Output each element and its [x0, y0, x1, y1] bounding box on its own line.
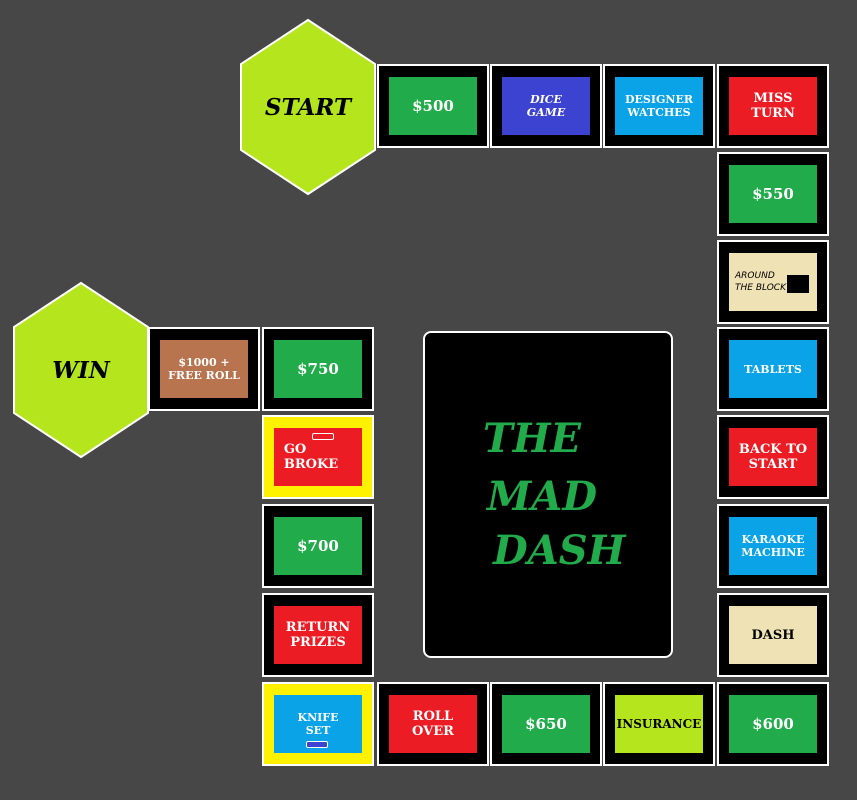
space-back-to-start-tile: BACK TO START: [729, 428, 817, 486]
space-tablets-tile: TABLETS: [729, 340, 817, 398]
space-600[interactable]: $600: [717, 682, 829, 766]
space-750[interactable]: $750: [262, 327, 374, 411]
card-slot-icon: [306, 741, 328, 748]
space-around-the-block-tile: AROUND THE BLOCK: [729, 253, 817, 311]
space-back-to-start-label: BACK TO START: [738, 442, 808, 472]
space-650-tile: $650: [502, 695, 590, 753]
space-600-tile: $600: [729, 695, 817, 753]
space-back-to-start[interactable]: BACK TO START: [717, 415, 829, 499]
space-knife-set-label: KNIFE SET: [297, 711, 339, 737]
title-line-3: DASH: [493, 527, 626, 574]
win-hexagon[interactable]: WIN: [12, 281, 150, 459]
space-karaoke-machine-label: KARAOKE MACHINE: [741, 533, 805, 559]
space-miss-turn-tile: MISS TURN: [729, 77, 817, 135]
space-dash[interactable]: DASH: [717, 593, 829, 677]
space-dice-game-tile: DICE GAME: [502, 77, 590, 135]
space-designer-watches-tile: DESIGNER WATCHES: [615, 77, 703, 135]
space-650[interactable]: $650: [490, 682, 602, 766]
space-700-tile: $700: [274, 517, 362, 575]
space-dash-label: DASH: [751, 627, 795, 643]
space-miss-turn-label: MISS TURN: [751, 91, 795, 121]
start-label: START: [264, 93, 352, 121]
space-insurance[interactable]: INSURANCE: [603, 682, 715, 766]
space-500[interactable]: $500: [377, 64, 489, 148]
space-roll-over[interactable]: ROLL OVER: [377, 682, 489, 766]
space-dice-game[interactable]: DICE GAME: [490, 64, 602, 148]
space-roll-over-tile: ROLL OVER: [389, 695, 477, 753]
space-around-the-block-label: AROUND THE BLOCK: [735, 271, 786, 293]
win-label: WIN: [52, 356, 110, 384]
space-return-prizes[interactable]: RETURN PRIZES: [262, 593, 374, 677]
space-550-tile: $550: [729, 165, 817, 223]
space-roll-over-label: ROLL OVER: [412, 709, 454, 739]
card-slot-icon: [312, 433, 334, 440]
space-600-label: $600: [752, 714, 794, 733]
space-knife-set[interactable]: KNIFE SET: [262, 682, 374, 766]
space-return-prizes-tile: RETURN PRIZES: [274, 606, 362, 664]
space-designer-watches[interactable]: DESIGNER WATCHES: [603, 64, 715, 148]
black-square-icon: [787, 275, 809, 293]
space-return-prizes-label: RETURN PRIZES: [285, 620, 351, 650]
space-free-roll-label: $1000 + FREE ROLL: [168, 356, 240, 382]
space-700-label: $700: [297, 536, 339, 555]
space-750-tile: $750: [274, 340, 362, 398]
start-hexagon[interactable]: START: [239, 18, 377, 196]
space-700[interactable]: $700: [262, 504, 374, 588]
space-around-the-block[interactable]: AROUND THE BLOCK: [717, 240, 829, 324]
space-designer-watches-label: DESIGNER WATCHES: [625, 93, 693, 119]
space-650-label: $650: [525, 714, 567, 733]
start-hexagon-shape: [240, 18, 376, 196]
space-free-roll[interactable]: $1000 + FREE ROLL: [148, 327, 260, 411]
space-insurance-tile: INSURANCE: [615, 695, 703, 753]
space-tablets[interactable]: TABLETS: [717, 327, 829, 411]
space-karaoke-machine[interactable]: KARAOKE MACHINE: [717, 504, 829, 588]
space-go-broke[interactable]: GO BROKE: [262, 415, 374, 499]
space-550-label: $550: [752, 184, 794, 203]
space-free-roll-tile: $1000 + FREE ROLL: [160, 340, 248, 398]
space-750-label: $750: [297, 359, 339, 378]
space-knife-set-tile: KNIFE SET: [274, 695, 362, 753]
space-go-broke-label: GO BROKE: [283, 442, 339, 472]
space-550[interactable]: $550: [717, 152, 829, 236]
space-dash-tile: DASH: [729, 606, 817, 664]
space-500-label: $500: [412, 96, 454, 115]
space-miss-turn[interactable]: MISS TURN: [717, 64, 829, 148]
space-insurance-label: INSURANCE: [616, 716, 702, 731]
title-line-1: THE: [483, 415, 582, 462]
space-go-broke-tile: GO BROKE: [274, 428, 362, 486]
title-line-2: MAD: [487, 473, 597, 520]
board-title-panel: THE MAD DASH: [423, 331, 673, 658]
space-tablets-label: TABLETS: [744, 362, 802, 376]
space-500-tile: $500: [389, 77, 477, 135]
space-karaoke-machine-tile: KARAOKE MACHINE: [729, 517, 817, 575]
space-dice-game-label: DICE GAME: [526, 93, 566, 119]
